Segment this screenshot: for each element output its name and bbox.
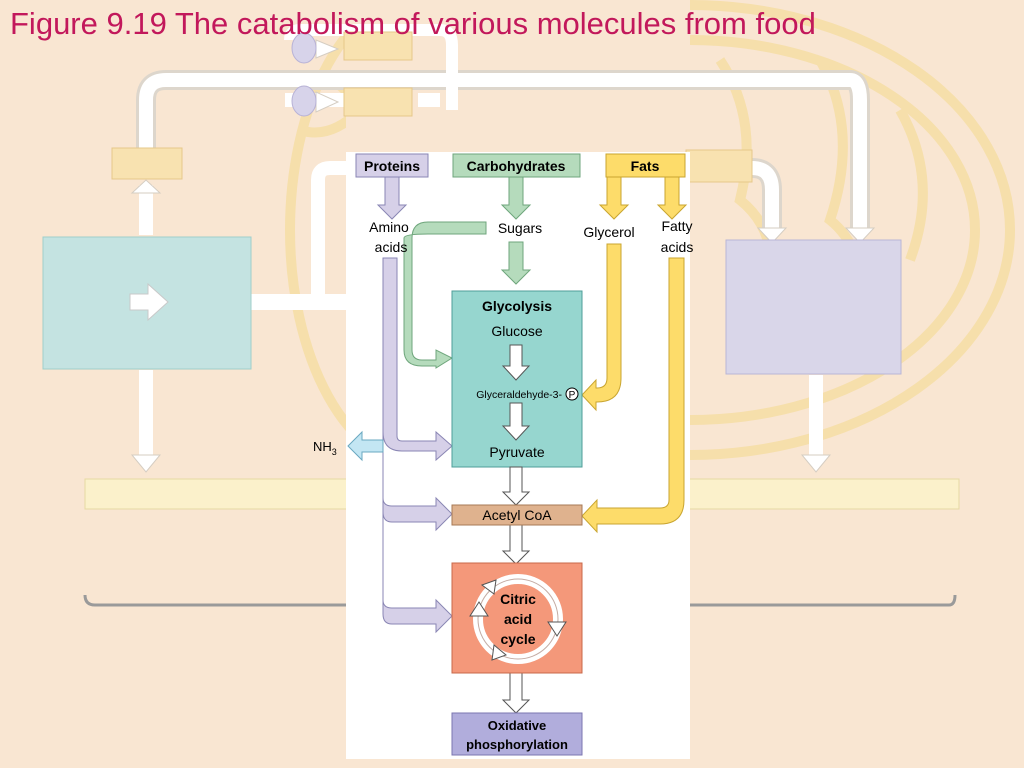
glycolysis-heading: Glycolysis <box>482 298 552 314</box>
glucose-label: Glucose <box>491 323 543 339</box>
figure-title: Figure 9.19 The catabolism of various mo… <box>10 6 816 41</box>
carbohydrates-box: Carbohydrates <box>452 153 581 178</box>
fatty-acids-label-2: acids <box>661 239 694 255</box>
pyruvate-label: Pyruvate <box>489 444 544 460</box>
fatty-acids-label-1: Fatty <box>661 218 692 234</box>
sugars-label: Sugars <box>498 220 542 236</box>
amino-acids-label-2: acids <box>375 239 408 255</box>
background-pipes <box>136 24 870 455</box>
carbohydrates-label: Carbohydrates <box>467 158 566 174</box>
fats-label: Fats <box>631 158 660 174</box>
glycerol-label: Glycerol <box>583 224 634 240</box>
proteins-box: Proteins <box>355 153 429 178</box>
acetyl-coa-box: Acetyl CoA <box>451 504 583 526</box>
citric-line3: cycle <box>500 631 535 647</box>
citric-line1: Citric <box>500 591 536 607</box>
nh3-arrow: NH3 <box>313 430 384 462</box>
citric-line2: acid <box>504 611 532 627</box>
nh3-label: NH <box>313 439 332 454</box>
fats-box: Fats <box>605 153 686 178</box>
g3p-label: Glyceraldehyde-3- <box>476 389 562 401</box>
amino-acids-label-1: Amino <box>369 219 409 235</box>
glycolysis-box: Glycolysis Glucose Glyceraldehyde-3- P P… <box>451 290 583 468</box>
acetyl-coa-label: Acetyl CoA <box>482 507 552 523</box>
proteins-label: Proteins <box>364 158 420 174</box>
central-flow-arrows <box>501 466 531 714</box>
svg-text:NH3: NH3 <box>313 439 337 457</box>
oxphos-line1: Oxidative <box>488 718 547 733</box>
background-arrowheads <box>130 39 876 473</box>
intermediate-labels: Amino acids Sugars Glycerol Fatty acids <box>369 218 693 255</box>
phosphate-icon <box>565 387 579 401</box>
carbohydrate-pathway <box>403 176 532 369</box>
nh3-subscript: 3 <box>332 447 337 457</box>
oxidative-phosphorylation-box: Oxidative phosphorylation <box>451 712 583 756</box>
phosphate-label: P <box>569 390 576 401</box>
citric-acid-cycle-box: Citric acid cycle <box>451 562 583 674</box>
oxphos-line2: phosphorylation <box>466 737 568 752</box>
background-blocks <box>42 31 960 607</box>
fat-pathway <box>581 176 688 534</box>
